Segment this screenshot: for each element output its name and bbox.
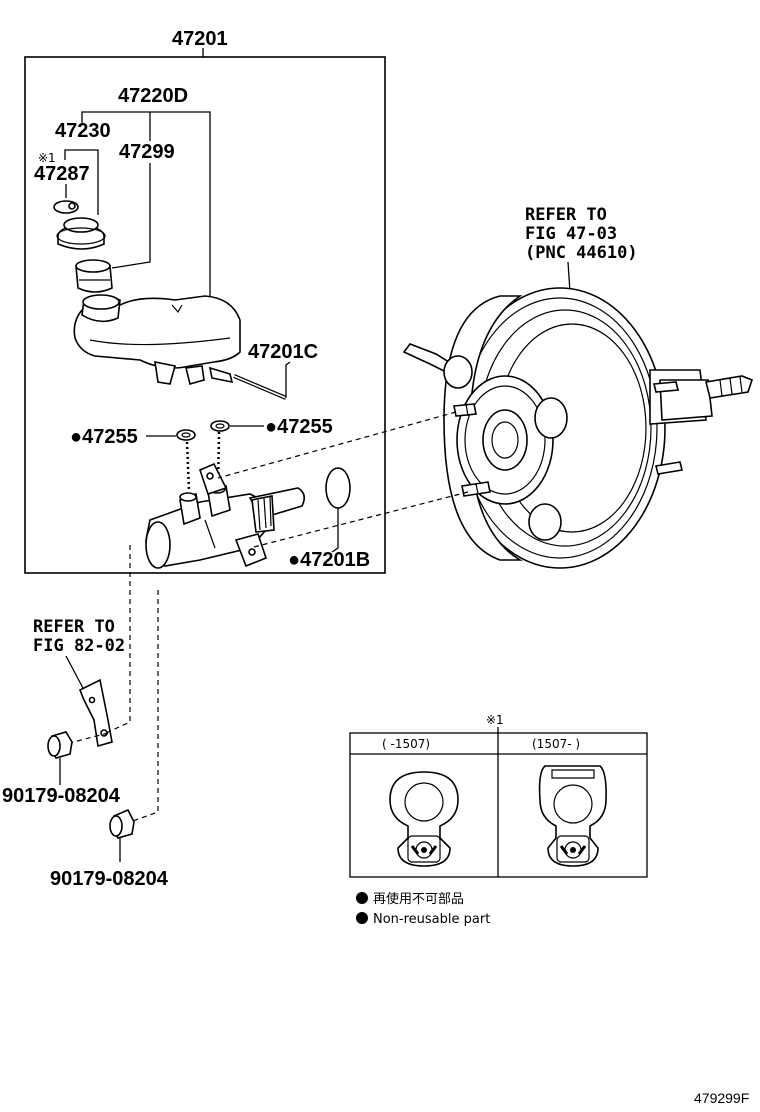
label-47287: 47287 — [34, 163, 90, 185]
cap-part-new — [538, 765, 607, 867]
nut-lower — [109, 808, 135, 839]
label-47230: 47230 — [55, 120, 111, 142]
reservoir-strainer — [75, 259, 113, 293]
strainer-leader — [111, 163, 151, 269]
nut-upper-dash — [65, 732, 109, 745]
label-nut-lower: 90179-08204 — [50, 868, 169, 890]
grommet-left — [176, 429, 196, 441]
cap-part-old — [389, 771, 459, 867]
bracket-ref-line1: REFER TO — [33, 617, 115, 637]
reservoir-tank — [73, 294, 241, 385]
figure-id: 479299F — [694, 1090, 749, 1106]
bracket-ref-line2: FIG 82-02 — [33, 636, 125, 656]
booster-ref-line2: FIG 47-03 — [525, 224, 617, 244]
label-47201: 47201 — [172, 28, 228, 50]
booster-ref-leader — [567, 261, 571, 293]
o-ring — [325, 467, 351, 509]
legend-line2: Non-reusable part — [373, 912, 490, 927]
booster-ref-line3: (PNC 44610) — [525, 243, 638, 263]
label-47255-right: ●47255 — [265, 416, 333, 438]
grommet-left-axis — [185, 441, 191, 491]
label-note-1: ※1 — [38, 151, 56, 165]
inset-col-left: ( -1507) — [382, 737, 430, 751]
bracket-ref-leader — [65, 655, 85, 691]
o-ring-leader — [331, 508, 339, 553]
master-cylinder — [145, 462, 306, 569]
assembly-frame — [24, 56, 386, 574]
legend-bullet-1 — [356, 892, 368, 904]
label-47201B: ●47201B — [288, 549, 370, 571]
bracket-dash-line — [105, 545, 131, 734]
legend-line1: 再使用不可部品 — [373, 891, 464, 907]
label-47220D: 47220D — [118, 85, 188, 107]
pin-leader — [285, 361, 291, 398]
cap-bracket-part — [53, 200, 79, 214]
booster-ref-line1: REFER TO — [525, 205, 607, 225]
reservoir-set-bracket — [81, 111, 211, 296]
grommet-right — [210, 420, 230, 432]
label-nut-upper: 90179-08204 — [2, 785, 121, 807]
label-47255-left: ●47255 — [70, 426, 138, 448]
nut-upper — [47, 731, 73, 759]
nut-lower-dash — [129, 590, 159, 823]
booster-stud-line-lower — [249, 491, 469, 549]
cap-bracket — [64, 149, 99, 215]
mounting-bracket — [78, 678, 113, 748]
legend-bullet-2 — [356, 912, 368, 924]
label-47299: 47299 — [119, 141, 175, 163]
label-47201C: 47201C — [248, 341, 318, 363]
reservoir-cap — [56, 217, 106, 250]
brake-booster — [402, 287, 753, 569]
inset-note: ※1 — [486, 713, 504, 727]
inset-col-right: (1507- ) — [532, 737, 580, 751]
